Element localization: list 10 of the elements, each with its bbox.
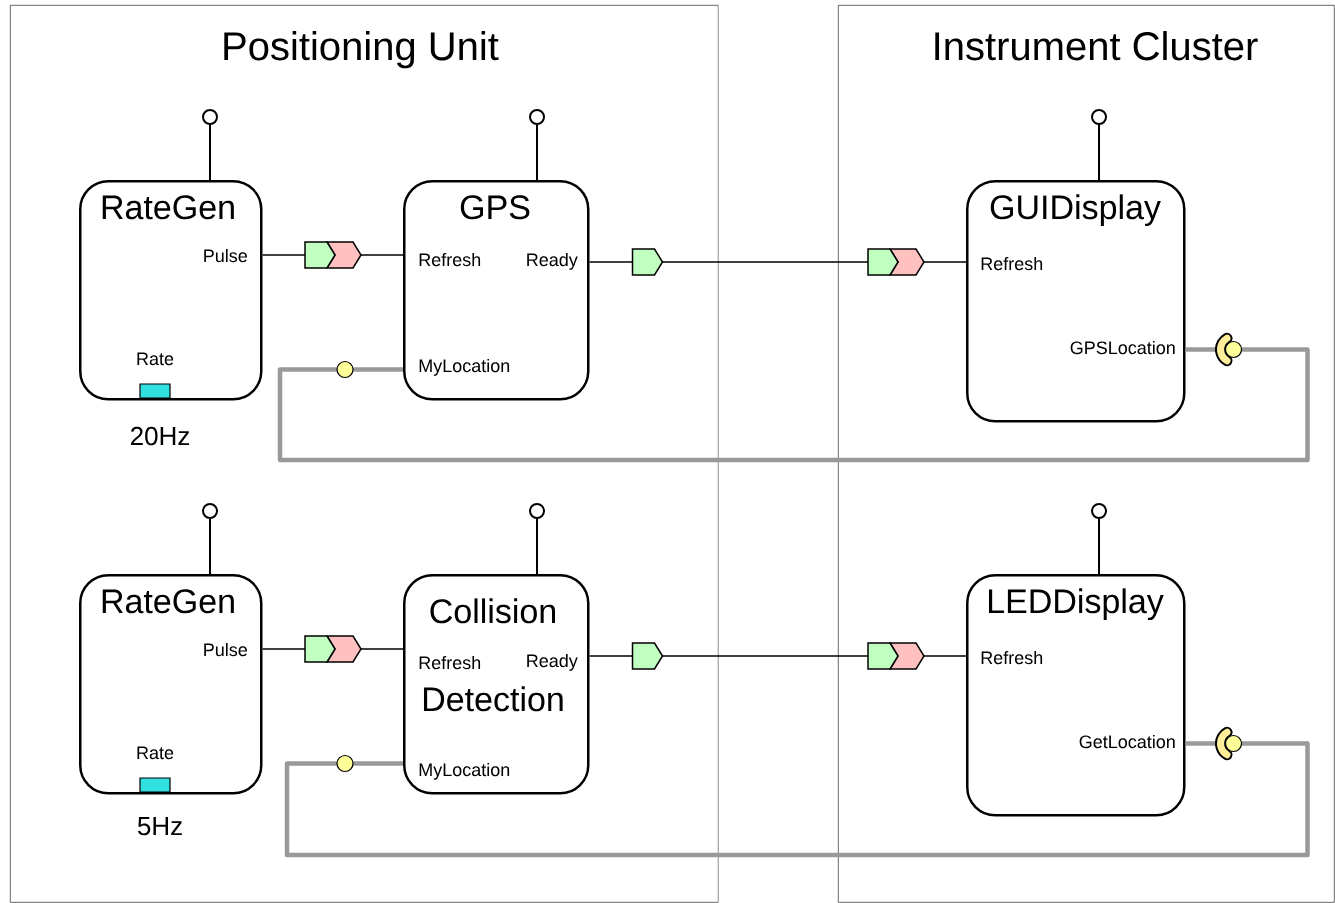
connector xyxy=(284,741,1310,858)
component-box: GUIDisplay Refresh GPSLocation xyxy=(966,180,1186,423)
component-box: LEDDisplay Refresh GetLocation xyxy=(966,574,1186,817)
component-box: RateGen Pulse Rate xyxy=(79,180,263,401)
frequency-label: 20Hz xyxy=(130,426,190,446)
component-box: RateGen Pulse Rate xyxy=(79,574,263,795)
connector xyxy=(277,347,1310,463)
frequency-label: 5Hz xyxy=(137,817,182,836)
component-box: Collision Refresh Ready Detection MyLocation xyxy=(403,574,590,795)
component-box: GPS Refresh Ready MyLocation xyxy=(403,180,590,401)
